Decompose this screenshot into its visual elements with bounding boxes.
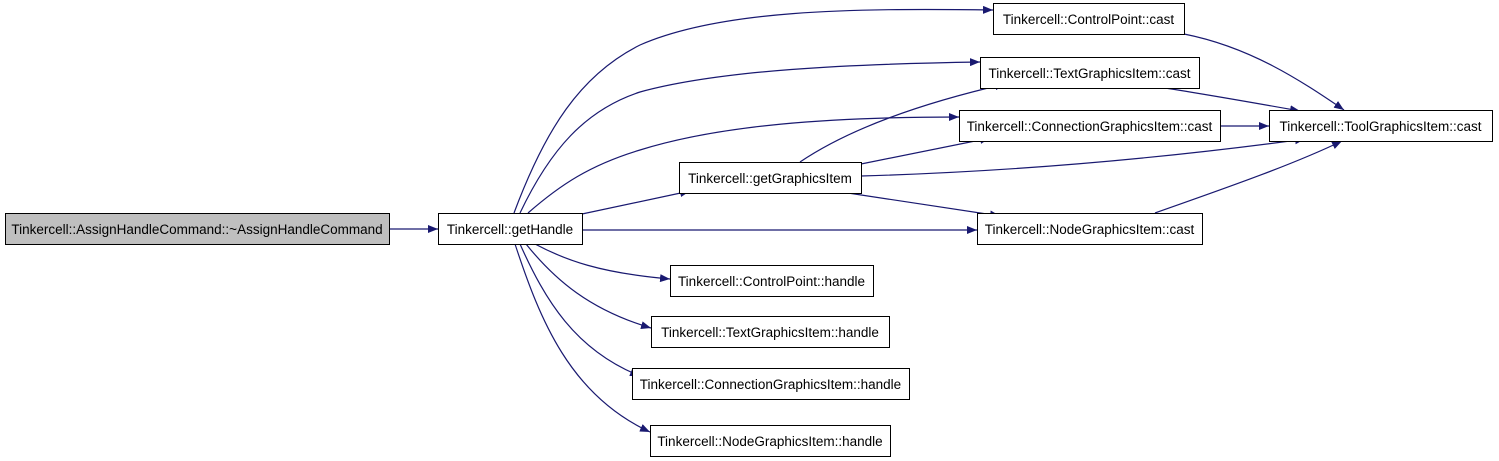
node-label: Tinkercell::ControlPoint::cast <box>1003 12 1175 27</box>
node-box <box>438 213 583 245</box>
node-box <box>5 213 390 245</box>
node-getGraphicsItem[interactable]: Tinkercell::getGraphicsItem <box>679 162 862 194</box>
node-label: Tinkercell::NodeGraphicsItem::cast <box>985 222 1195 237</box>
node-label: Tinkercell::getGraphicsItem <box>688 171 852 186</box>
edge-line <box>513 5 994 214</box>
node-label: Tinkercell::TextGraphicsItem::handle <box>661 325 879 340</box>
node-box <box>632 368 910 400</box>
edge-getGraphicsItem-to-tgiCast <box>799 82 1006 163</box>
edge-getHandle-to-cpCast <box>513 5 994 214</box>
node-box <box>679 162 862 194</box>
edge-getHandle-to-tgiHandle <box>525 243 652 330</box>
edge-cpCast-to-toolCast <box>1183 33 1345 111</box>
edge-line <box>519 243 641 377</box>
node-label: Tinkercell::ConnectionGraphicsItem::cast <box>967 119 1213 134</box>
node-box <box>980 57 1200 89</box>
node-cgiCast[interactable]: Tinkercell::ConnectionGraphicsItem::cast <box>959 110 1221 142</box>
node-cgiHandle[interactable]: Tinkercell::ConnectionGraphicsItem::hand… <box>632 368 910 400</box>
edge-line <box>514 243 651 433</box>
nodes: Tinkercell::AssignHandleCommand::~Assign… <box>5 3 1493 457</box>
edge-getGraphicsItem-to-toolCast <box>860 136 1306 177</box>
edge-ngiCast-to-toolCast <box>1154 140 1343 214</box>
edge-line <box>527 113 960 214</box>
node-root[interactable]: Tinkercell::AssignHandleCommand::~Assign… <box>5 213 390 245</box>
edge-getHandle-to-cgiHandle <box>519 243 641 377</box>
edge-getGraphicsItem-to-cgiCast <box>860 136 991 165</box>
edge-getGraphicsItem-to-ngiCast <box>847 192 1001 219</box>
node-box <box>977 213 1203 245</box>
edge-getHandle-to-cgiCast <box>527 113 960 214</box>
edge-line <box>860 136 1306 177</box>
node-label: Tinkercell::NodeGraphicsItem::handle <box>657 434 882 449</box>
node-box <box>1269 110 1493 142</box>
edge-getHandle-to-cpHandle <box>534 243 671 283</box>
edge-tgiCast-to-toolCast <box>1164 87 1301 114</box>
node-toolCast[interactable]: Tinkercell::ToolGraphicsItem::cast <box>1269 110 1493 142</box>
edge-line <box>581 189 691 215</box>
edge-getHandle-to-tgiCast <box>519 58 981 214</box>
node-label: Tinkercell::ToolGraphicsItem::cast <box>1279 119 1481 134</box>
node-box <box>651 316 890 348</box>
edge-line <box>519 58 981 214</box>
node-tgiCast[interactable]: Tinkercell::TextGraphicsItem::cast <box>980 57 1200 89</box>
edge-line <box>534 243 671 283</box>
edges <box>389 5 1345 433</box>
node-cpCast[interactable]: Tinkercell::ControlPoint::cast <box>993 3 1185 35</box>
edge-line <box>1154 140 1343 214</box>
node-box <box>959 110 1221 142</box>
node-cpHandle[interactable]: Tinkercell::ControlPoint::handle <box>670 265 874 297</box>
edge-line <box>799 82 1006 163</box>
node-ngiHandle[interactable]: Tinkercell::NodeGraphicsItem::handle <box>650 425 891 457</box>
edge-line <box>1183 33 1345 111</box>
edge-getHandle-to-ngiHandle <box>514 243 651 433</box>
node-label: Tinkercell::ControlPoint::handle <box>678 274 865 289</box>
edge-line <box>860 136 991 165</box>
node-box <box>650 425 891 457</box>
node-label: Tinkercell::TextGraphicsItem::cast <box>988 66 1190 81</box>
edge-line <box>1164 87 1301 114</box>
node-ngiCast[interactable]: Tinkercell::NodeGraphicsItem::cast <box>977 213 1203 245</box>
edge-line <box>525 243 652 330</box>
node-getHandle[interactable]: Tinkercell::getHandle <box>438 213 583 245</box>
node-label: Tinkercell::ConnectionGraphicsItem::hand… <box>640 377 901 392</box>
edge-getHandle-to-getGraphicsItem <box>581 189 691 215</box>
node-box <box>670 265 874 297</box>
node-tgiHandle[interactable]: Tinkercell::TextGraphicsItem::handle <box>651 316 890 348</box>
node-label: Tinkercell::AssignHandleCommand::~Assign… <box>11 222 382 237</box>
edge-line <box>847 192 1001 219</box>
node-label: Tinkercell::getHandle <box>447 222 573 237</box>
node-box <box>993 3 1185 35</box>
